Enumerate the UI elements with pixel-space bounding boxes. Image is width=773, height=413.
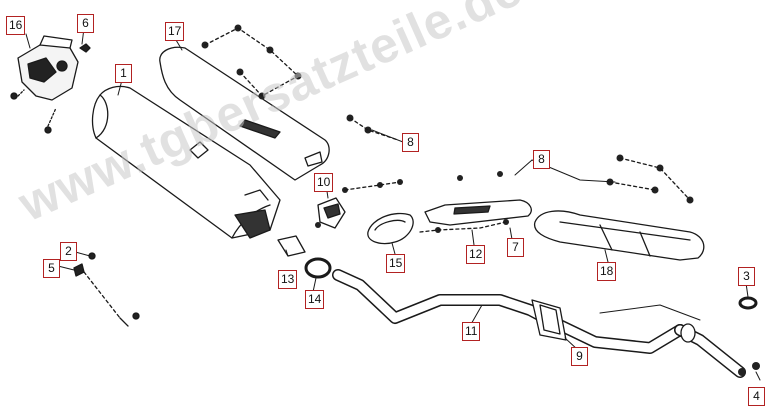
part-10-connector (317, 197, 346, 229)
callout-2: 2 (60, 242, 77, 261)
callout-16: 16 (6, 16, 26, 35)
callout-1: 1 (115, 64, 132, 83)
part-12-shield (419, 171, 532, 233)
callout-17: 17 (165, 22, 185, 41)
callout-15: 15 (386, 254, 406, 273)
callout-14: 14 (305, 290, 325, 309)
callout-8-lower: 8 (533, 150, 550, 169)
part-16-bracket (10, 35, 79, 134)
callout-12: 12 (466, 245, 486, 264)
callout-5: 5 (43, 259, 60, 278)
leader-lines (25, 27, 761, 381)
callout-4: 4 (748, 387, 765, 406)
callout-10: 10 (314, 173, 334, 192)
callout-13: 13 (278, 270, 298, 289)
part-11-pipe (332, 269, 746, 378)
callout-8-upper: 8 (402, 133, 419, 152)
callout-3: 3 (738, 267, 755, 286)
callout-6: 6 (77, 14, 94, 33)
part-15-clamp (315, 179, 414, 245)
callout-9: 9 (571, 347, 588, 366)
part-14-ring (304, 257, 332, 279)
part-1-muffler (91, 85, 281, 239)
part-18-shield (533, 154, 705, 261)
part-3-seal (738, 296, 758, 310)
part-6-bolt (79, 43, 91, 53)
callout-11: 11 (462, 322, 481, 341)
part-13-gasket (277, 235, 306, 257)
part-4-nuts (738, 362, 760, 376)
part-2-5-screws (73, 252, 140, 327)
callout-7: 7 (507, 238, 524, 257)
callout-18: 18 (597, 262, 617, 281)
